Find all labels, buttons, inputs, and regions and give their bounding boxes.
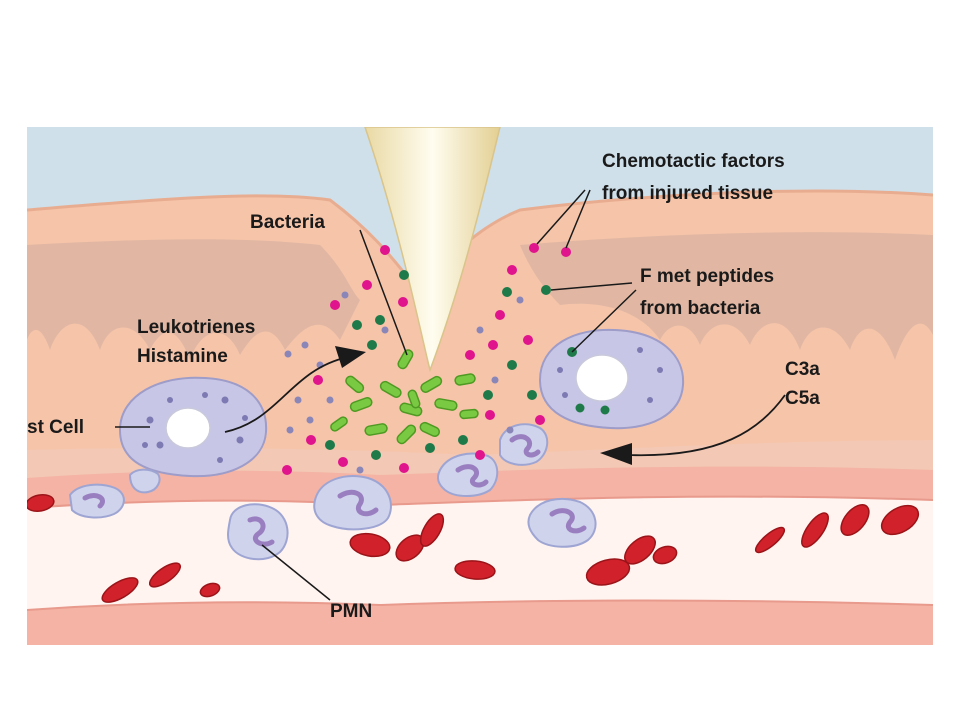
dermal-ridges-right	[520, 232, 933, 360]
mediator-dots	[284, 291, 524, 474]
mast-cell	[118, 376, 268, 478]
complement-arrow	[600, 394, 786, 465]
vessel-wall-lower	[27, 600, 933, 645]
red-blood-cells	[27, 494, 920, 603]
mast-cell-nucleus	[165, 407, 211, 449]
label-c3a: C3a	[785, 359, 820, 380]
histamine-arrow	[224, 346, 366, 433]
dermal-ridges	[27, 239, 360, 360]
splinter	[364, 127, 501, 373]
fmet-dots	[325, 270, 577, 460]
tissue-cell-nucleus	[575, 354, 629, 402]
vessel-edge-upper	[27, 495, 933, 509]
vessel-edge-lower	[27, 599, 933, 611]
label-chemotactic-line2: from injured tissue	[602, 183, 773, 204]
label-mast-cell: st Cell	[27, 417, 84, 438]
pmn-nuclei	[82, 434, 587, 547]
label-pmn: PMN	[330, 601, 372, 622]
label-bacteria: Bacteria	[250, 212, 325, 233]
label-chemotactic-line1: Chemotactic factors	[602, 151, 785, 172]
label-leukotrienes: Leukotrienes	[137, 317, 255, 338]
vessel-lumen	[27, 496, 933, 610]
bacteria-cluster	[330, 349, 479, 445]
illustration-panel	[27, 127, 933, 645]
tissue-cell	[538, 328, 685, 430]
label-fmet-line2: from bacteria	[640, 298, 761, 319]
label-c5a: C5a	[785, 388, 820, 409]
label-fmet-line1: F met peptides	[640, 266, 774, 287]
label-histamine: Histamine	[137, 346, 228, 367]
leader-lines	[115, 189, 637, 601]
